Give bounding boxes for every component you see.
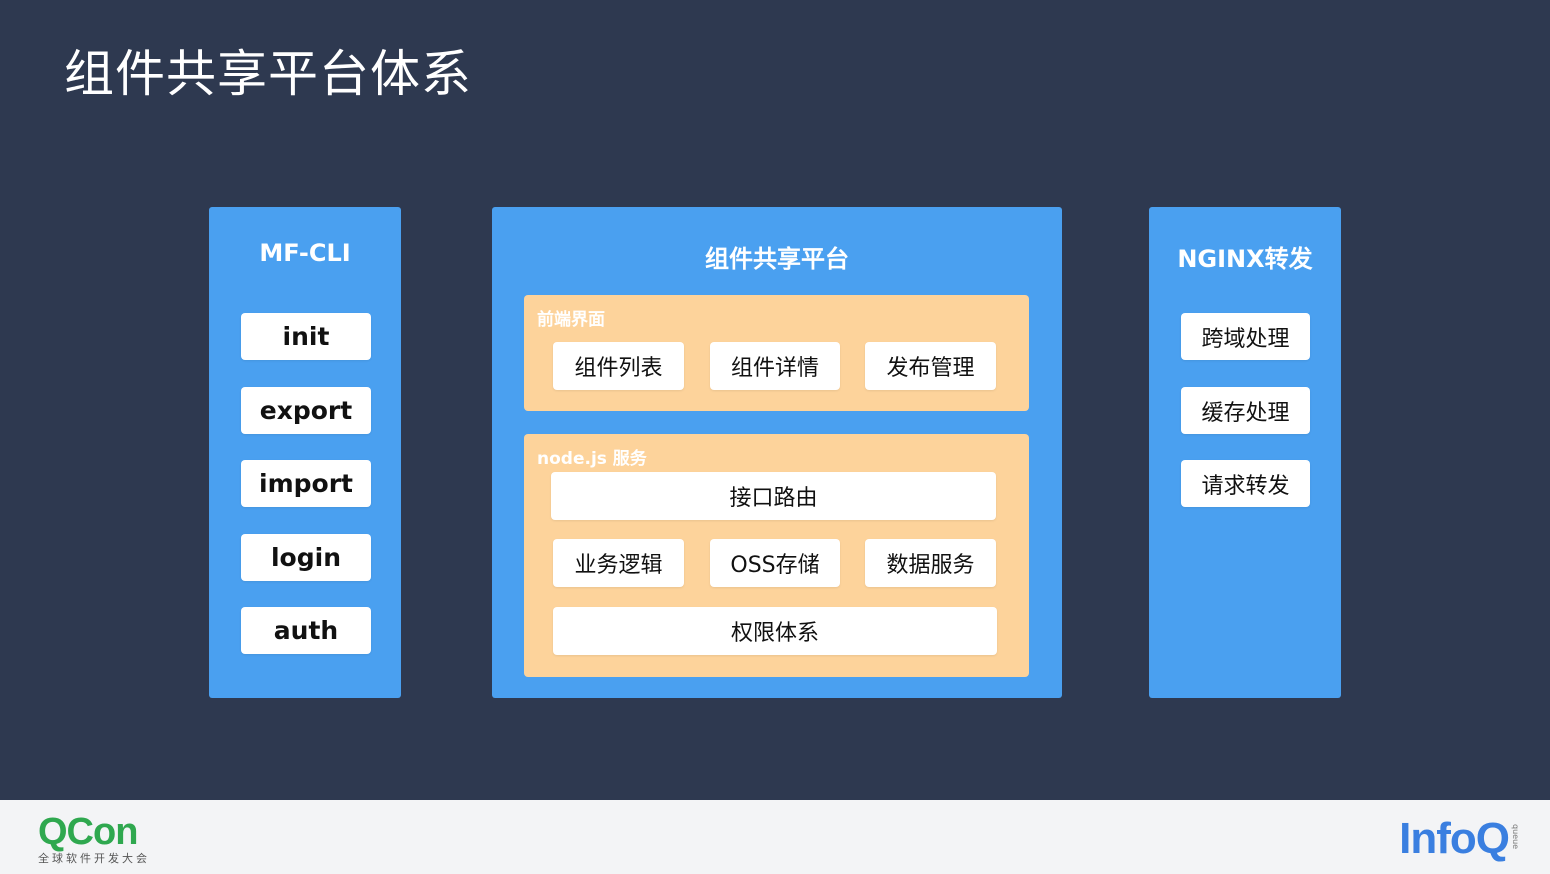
cli-item-import: import [241, 460, 371, 507]
node-service-label: node.js 服务 [537, 449, 647, 469]
platform-title: 组件共享平台 [705, 245, 849, 273]
cli-item-login: login [241, 534, 371, 581]
node-item-oss-storage: OSS存储 [710, 539, 840, 587]
mf-cli-panel: MF-CLI init export import login auth [209, 207, 401, 698]
nginx-item-cors: 跨域处理 [1181, 313, 1310, 360]
footer-bar: QCon 全球软件开发大会 InfoQ queue [0, 800, 1550, 874]
frontend-group: 前端界面 组件列表 组件详情 发布管理 [524, 295, 1029, 411]
node-item-permission-system: 权限体系 [553, 607, 997, 655]
qcon-logo-subtitle: 全球软件开发大会 [38, 852, 150, 865]
infoq-logo: InfoQ queue [1399, 814, 1520, 864]
qcon-logo-text: QCon [38, 811, 138, 853]
qcon-logo: QCon 全球软件开发大会 [38, 812, 150, 866]
node-item-api-router: 接口路由 [551, 472, 996, 520]
nginx-title: NGINX转发 [1177, 245, 1313, 273]
nginx-panel: NGINX转发 跨域处理 缓存处理 请求转发 [1149, 207, 1341, 698]
nginx-item-forward: 请求转发 [1181, 460, 1310, 507]
infoq-logo-tag: queue [1511, 824, 1520, 850]
cli-item-init: init [241, 313, 371, 360]
cli-item-export: export [241, 387, 371, 434]
infoq-logo-text: InfoQ [1399, 814, 1510, 863]
mf-cli-title: MF-CLI [259, 239, 351, 267]
frontend-label: 前端界面 [537, 310, 605, 330]
node-service-group: node.js 服务 接口路由 业务逻辑 OSS存储 数据服务 权限体系 [524, 434, 1029, 677]
frontend-item-component-detail: 组件详情 [710, 342, 840, 390]
node-item-data-service: 数据服务 [865, 539, 996, 587]
page-title: 组件共享平台体系 [64, 45, 472, 103]
node-item-business-logic: 业务逻辑 [553, 539, 684, 587]
platform-panel: 组件共享平台 前端界面 组件列表 组件详情 发布管理 node.js 服务 接口… [492, 207, 1062, 698]
nginx-item-cache: 缓存处理 [1181, 387, 1310, 434]
frontend-item-component-list: 组件列表 [553, 342, 684, 390]
cli-item-auth: auth [241, 607, 371, 654]
frontend-item-publish-manage: 发布管理 [865, 342, 996, 390]
